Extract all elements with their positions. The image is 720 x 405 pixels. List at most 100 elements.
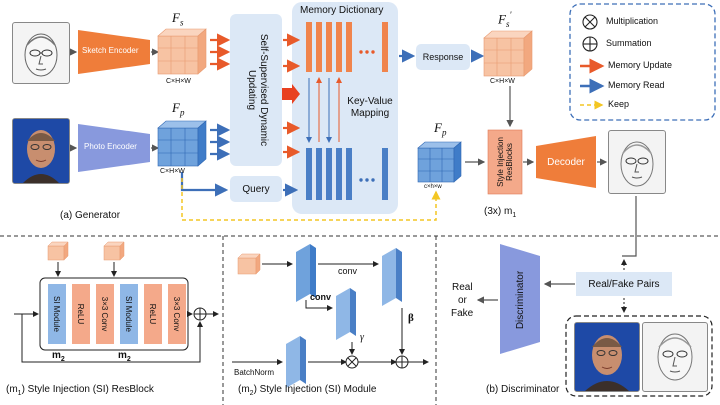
si-batchnorm-slab: [286, 336, 306, 388]
si-caption-b: ) Style Injection (SI) Module: [253, 384, 377, 395]
sketch-encoder-label: Sketch Encoder: [82, 46, 139, 55]
si-caption-a: (m: [238, 384, 250, 395]
arrow-output-to-pairs: [622, 196, 637, 257]
si-batchnorm-label: BatchNorm: [234, 368, 275, 377]
query-box: [230, 176, 282, 202]
fp-small-label-sub: p: [441, 127, 447, 138]
fs-prime-label-sub: s: [505, 18, 510, 29]
si-conv1-label: conv: [338, 266, 358, 276]
response-label: Response: [422, 52, 464, 62]
query-label: Query: [242, 183, 270, 195]
real-fake-pairs-label: Real/Fake Pairs: [588, 278, 660, 290]
discriminator-block: [500, 244, 540, 354]
legend-memory-read: Memory Read: [608, 80, 665, 90]
fs-prime-feature-cube: [483, 30, 533, 77]
si-input-cube: [237, 253, 261, 275]
resblock-caption-sub: 1: [17, 390, 22, 397]
arrow-slab1-to-gamma: [305, 300, 333, 311]
si-module-1-label: SI Module: [52, 295, 62, 333]
si-gamma-slab: [336, 288, 356, 340]
fs-prime-label: Fs': [498, 10, 511, 29]
decoder: [536, 136, 596, 188]
fake-label: Fake: [451, 308, 474, 319]
generated-sketch-image: [608, 130, 666, 194]
si-feature-slab-1: [296, 244, 316, 302]
conv-2-label: 3×3 Conv: [172, 296, 182, 332]
discriminator-caption: (b) Discriminator: [486, 384, 560, 395]
si-beta-label: β: [408, 312, 414, 324]
si-beta-slab: [382, 248, 402, 306]
si-mult-icon: [345, 355, 359, 369]
si-caption-sub: 2: [249, 390, 254, 397]
si-conv2-label: conv: [310, 292, 332, 302]
si-module-2-label: SI Module: [124, 295, 134, 333]
discriminator-photo-image: [574, 322, 640, 392]
real-fake-pairs-box: [576, 272, 672, 296]
m2-label-b-sub: 2: [126, 356, 131, 363]
conv-1-label: 3×3 Conv: [100, 296, 110, 332]
discriminator-sketch-image: [642, 322, 708, 392]
m2-label-b: m2: [118, 350, 131, 363]
generator-caption: (a) Generator: [60, 210, 121, 221]
fp-label-sub: p: [179, 107, 185, 118]
sketch-encoder: [78, 30, 150, 74]
discriminator-label: Discriminator: [514, 270, 526, 330]
times3-main: (3x) m: [484, 206, 513, 217]
legend-box: [569, 3, 716, 121]
key-value-mapping-arrows: [306, 77, 342, 143]
fs-feature-cube: [157, 28, 207, 75]
fp-label-main: F: [172, 100, 180, 115]
m2-label-a-main: m: [52, 350, 61, 361]
resblock-input-cube-1: [47, 241, 69, 261]
fp-small-label-main: F: [434, 120, 442, 135]
memory-values-blue: [306, 148, 388, 200]
self-supervised-box: [230, 14, 282, 166]
fp-feature-cube: [157, 120, 207, 167]
times3-label: (3x) m1: [484, 206, 516, 219]
conv-2: [168, 284, 186, 344]
fs-prime-label-main: F: [498, 11, 506, 27]
memory-dictionary-label: Memory Dictionary: [300, 5, 384, 16]
sketch-face-image: [12, 22, 70, 84]
arrow-fp-to-query: [180, 172, 229, 197]
resblock-caption-b: ) Style Injection (SI) ResBlock: [21, 384, 154, 395]
relu-2: [144, 284, 162, 344]
or-label: or: [458, 295, 467, 306]
real-label: Real: [452, 282, 473, 293]
m2-label-a-sub: 2: [60, 356, 65, 363]
si-module-2: [120, 284, 138, 344]
style-injection-label: Style Injection ResBlocks: [496, 137, 514, 187]
resblock-caption: (m1) Style Injection (SI) ResBlock: [6, 384, 154, 397]
m2-label-a: m2: [52, 350, 65, 363]
resblock-caption-a: (m: [6, 384, 18, 395]
resblock-input-cube-2: [103, 241, 125, 261]
fp-small-label: Fp: [434, 120, 446, 138]
fs-prime-mark: ': [509, 10, 512, 20]
photo-face-image: [12, 118, 70, 184]
fp-small-dim-label: c×h×w: [424, 184, 442, 190]
summation-icon: [582, 36, 598, 52]
key-value-label: Key-Value Mapping: [347, 96, 393, 119]
multiplication-icon: [582, 14, 598, 30]
legend-keep: Keep: [608, 99, 630, 109]
big-update-arrow: [282, 84, 300, 104]
legend-summation: Summation: [606, 38, 652, 48]
resblock-sum-icon: [193, 307, 207, 321]
relu-2-label: ReLU: [148, 303, 158, 325]
keep-dashed-path: [181, 178, 441, 221]
fs-dim-label: C×H×W: [166, 78, 191, 85]
relu-1: [72, 284, 90, 344]
si-caption: (m2) Style Injection (SI) Module: [238, 384, 376, 397]
si-gamma-label: γ: [360, 332, 364, 343]
photo-encoder-label: Photo Encoder: [84, 142, 137, 151]
legend-memory-update: Memory Update: [608, 60, 673, 70]
style-injection-resblocks: [487, 129, 523, 195]
decoder-label: Decoder: [547, 156, 585, 168]
legend-multiplication: Multiplication: [606, 16, 659, 26]
si-sum-icon: [395, 355, 409, 369]
m2-label-b-main: m: [118, 350, 127, 361]
fp-small-feature-cube: [417, 141, 462, 183]
fs-prime-dim-label: C×H×W: [490, 78, 515, 85]
fs-label-sub: s: [179, 17, 184, 28]
fs-label-main: F: [172, 10, 180, 25]
